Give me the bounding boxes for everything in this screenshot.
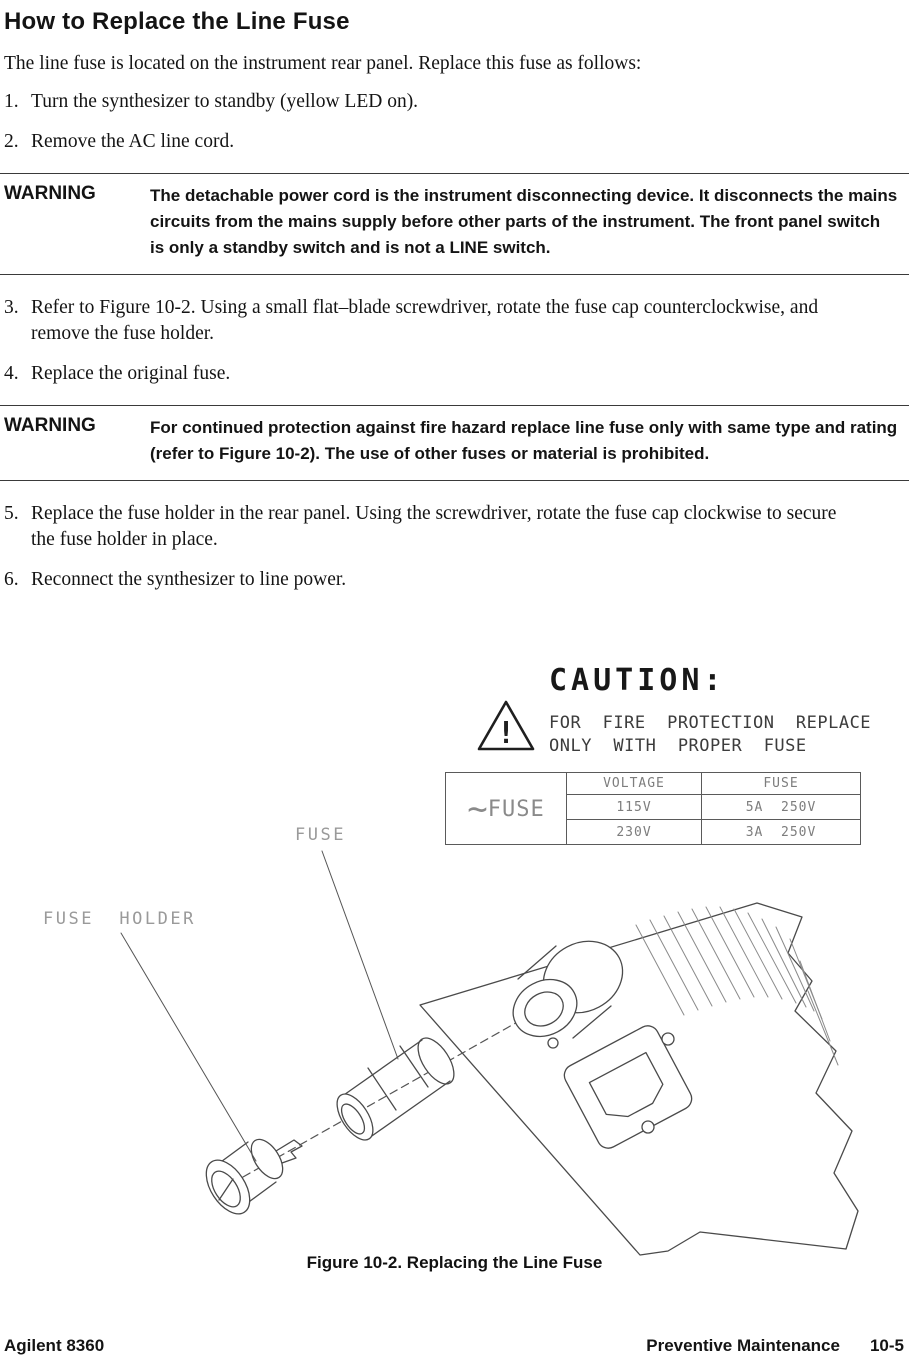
fuse-leader-line	[321, 850, 399, 1060]
fuse-receptacle	[512, 940, 624, 1039]
figure-caption: Figure 10-2. Replacing the Line Fuse	[306, 1253, 603, 1272]
warning-text: The detachable power cord is the instrum…	[150, 185, 898, 257]
step-number: 5.	[4, 502, 19, 524]
fuse-cartridge	[336, 1037, 455, 1141]
figure-10-2: ! CAUTION: FOR FIRE PROTECTION REPLACE O…	[0, 655, 909, 1295]
footer-section: Preventive Maintenance 10-5	[646, 1336, 904, 1356]
step-1: 1. Turn the synthesizer to standby (yell…	[4, 89, 905, 115]
fuse-holder-callout-label: FUSE HOLDER	[43, 909, 196, 929]
intro-paragraph: The line fuse is located on the instrume…	[4, 53, 642, 74]
fuse-rating-table: ~FUSE VOLTAGE FUSE 115V 5A 250V 230V 3A …	[445, 772, 861, 845]
footer-page-number: 10-5	[869, 1336, 904, 1355]
step-text: Remove the AC line cord.	[31, 131, 235, 153]
fuse-assembly-drawing	[120, 850, 859, 1256]
step-number: 3.	[4, 296, 19, 318]
step-number: 6.	[4, 569, 19, 591]
exclamation-mark: !	[497, 716, 515, 751]
fuse-symbol-cell: ~FUSE	[445, 772, 567, 845]
fuse-holder-cap	[205, 1138, 303, 1215]
table-row: 230V 3A 250V	[446, 819, 861, 845]
step-number: 4.	[4, 363, 19, 385]
page-footer: Agilent 8360 Preventive Maintenance 10-5	[0, 1336, 909, 1356]
caution-text-line-2: ONLY WITH PROPER FUSE	[549, 736, 807, 756]
step-text: Refer to Figure 10-2. Using a small flat…	[31, 296, 819, 344]
panel-hatching	[635, 906, 839, 1066]
warning-label: WARNING	[4, 414, 96, 436]
warning-block-2: WARNING For continued protection against…	[0, 404, 909, 481]
step-text: Replace the original fuse.	[31, 363, 231, 385]
fuse-header: FUSE	[701, 772, 861, 795]
fuse-holder-leader-line	[120, 932, 257, 1162]
step-text: Turn the synthesizer to standby (yellow …	[31, 91, 419, 112]
fuse-word: FUSE	[487, 796, 545, 822]
step-6: 6. Reconnect the synthesizer to line pow…	[4, 567, 905, 593]
bayonet-tab	[275, 1139, 303, 1164]
step-number: 1.	[4, 91, 19, 112]
caution-heading: CAUTION:	[549, 663, 726, 698]
step-text: Reconnect the synthesizer to line power.	[31, 569, 347, 591]
warning-text: For continued protection against fire ha…	[150, 417, 898, 463]
step-4: 4. Replace the original fuse.	[4, 361, 905, 387]
step-number: 2.	[4, 131, 19, 153]
footer-model: Agilent 8360	[4, 1336, 105, 1355]
fuse-115: 5A 250V	[701, 794, 861, 820]
caution-text-line-1: FOR FIRE PROTECTION REPLACE	[549, 713, 872, 733]
voltage-header: VOLTAGE	[566, 772, 702, 795]
footer-section-title: Preventive Maintenance	[646, 1336, 840, 1355]
ac-tilde-symbol: ~	[467, 788, 488, 829]
fuse-callout-label: FUSE	[295, 825, 346, 845]
warning-label: WARNING	[4, 182, 96, 204]
step-2: 2. Remove the AC line cord.	[4, 129, 905, 155]
warning-triangle-icon: !	[477, 700, 535, 751]
assembly-centerline	[242, 1006, 545, 1178]
page-title: How to Replace the Line Fuse	[4, 8, 350, 35]
fuse-230: 3A 250V	[701, 819, 861, 845]
voltage-115: 115V	[566, 794, 702, 820]
step-5: 5. Replace the fuse holder in the rear p…	[4, 501, 905, 554]
warning-block-1: WARNING The detachable power cord is the…	[0, 172, 909, 275]
step-text: Replace the fuse holder in the rear pane…	[31, 502, 837, 550]
voltage-230: 230V	[566, 819, 702, 845]
step-3: 3. Refer to Figure 10-2. Using a small f…	[4, 295, 905, 348]
ac-inlet	[547, 1025, 693, 1149]
